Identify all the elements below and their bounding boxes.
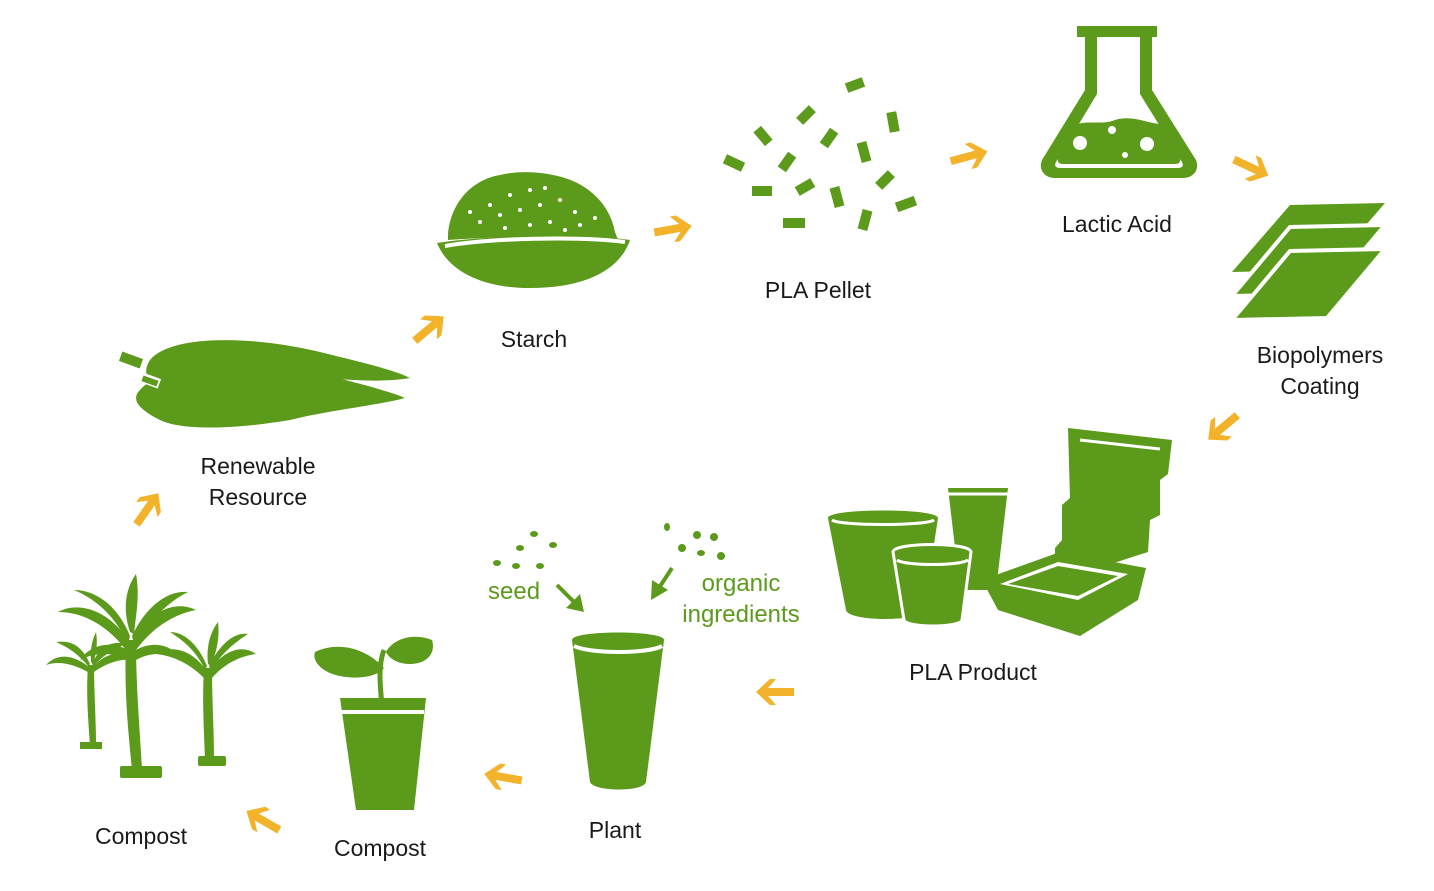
trees-icon [46, 574, 256, 778]
compost-trees-label: Compost [95, 823, 188, 849]
plant-label: Plant [589, 817, 642, 843]
lactic-acid-label: Lactic Acid [1062, 211, 1172, 237]
starch-bowl-icon [437, 172, 630, 288]
seedling-pot-icon [314, 636, 434, 810]
organic-arrow-icon [651, 566, 674, 600]
seed-arrow-icon [555, 583, 584, 612]
seed-dots-icon [493, 531, 557, 569]
arrow-compost-to-trees [239, 799, 286, 842]
seed-label: seed [488, 578, 540, 605]
biopolymer-layers-icon [1227, 203, 1390, 323]
organic-dots-icon [664, 523, 725, 560]
arrow-starch-to-pellet [652, 213, 694, 246]
pla-pellets-icon [722, 77, 918, 231]
lactic-acid-flask-icon [1040, 26, 1198, 178]
organic-label-line2: ingredients [682, 601, 799, 628]
biopolymers-label-line1: Biopolymers [1257, 342, 1384, 368]
pla-product-label: PLA Product [909, 659, 1037, 685]
plant-cup-icon [572, 632, 664, 790]
arrow-compost-to-renewable [125, 485, 169, 532]
pla-products-icon [828, 428, 1172, 636]
arrow-pellet-to-lactic [947, 138, 991, 174]
compost-pot-label: Compost [334, 835, 427, 861]
renewable-resource-label-line2: Resource [209, 484, 307, 510]
starch-label: Starch [501, 326, 567, 352]
arrow-lactic-to-biopolymers [1228, 147, 1274, 188]
arrow-plant-to-compost [482, 761, 524, 794]
pla-pellet-label: PLA Pellet [765, 277, 872, 303]
renewable-resource-label-line1: Renewable [200, 453, 315, 479]
arrow-renewable-to-starch [406, 306, 453, 351]
organic-label-line1: organic [702, 570, 781, 597]
cassava-root-icon [118, 340, 410, 428]
biopolymers-label-line2: Coating [1280, 373, 1359, 399]
arrow-product-to-plant [756, 679, 794, 705]
arrow-biopolymers-to-product [1199, 405, 1246, 450]
